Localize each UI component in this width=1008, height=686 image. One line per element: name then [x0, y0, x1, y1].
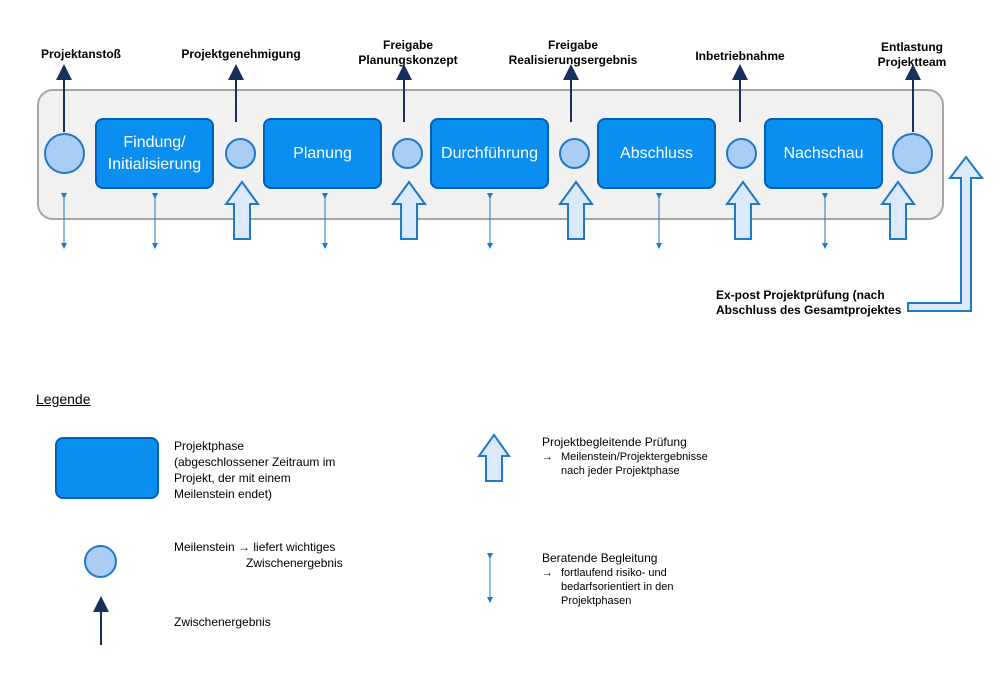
phase-durchfuehrung: Durchführung — [430, 118, 549, 189]
milestone-label-entlastung-projektteam: Entlastung Projektteam — [877, 40, 947, 69]
milestone-label-inbetriebnahme: Inbetriebnahme — [695, 49, 785, 63]
legend-milestone-swatch — [84, 545, 117, 578]
review-arrow-3 — [558, 180, 594, 240]
result-arrows — [56, 64, 921, 132]
milestone-circle-2 — [225, 138, 256, 169]
milestone-label-freigabe-planungskonzept: Freigabe Planungskonzept — [358, 38, 458, 67]
legend-advice-title: Beratende Begleitung — [542, 551, 658, 565]
phase-label: Findung/ Initialisierung — [107, 133, 202, 173]
legend-result-text: Zwischenergebnis — [174, 615, 271, 629]
expost-review-label: Ex-post Projektprüfung (nach Abschluss d… — [716, 288, 902, 317]
legend-review-arrow-icon — [477, 433, 511, 482]
expost-arrow — [907, 155, 985, 312]
milestone-circle-4 — [559, 138, 590, 169]
phase-abschluss: Abschluss — [597, 118, 716, 189]
review-arrow-2 — [391, 180, 427, 240]
phase-label: Nachschau — [783, 144, 864, 162]
milestone-circle-5 — [726, 138, 757, 169]
milestone-circle-6 — [892, 133, 933, 174]
review-arrow-5 — [880, 180, 916, 240]
milestone-label-freigabe-realisierungsergebnis: Freigabe Realisierungsergebnis — [508, 38, 638, 67]
legend-title: Legende — [36, 391, 91, 407]
legend-milestone-text-1: Meilenstein → liefert wichtiges — [174, 540, 336, 554]
phase-label: Abschluss — [620, 144, 693, 162]
legend-phase-swatch — [55, 437, 159, 499]
milestone-label-projektgenehmigung: Projektgenehmigung — [181, 47, 301, 61]
review-arrow-1 — [224, 180, 260, 240]
review-arrow-4 — [725, 180, 761, 240]
milestone-circle-1 — [44, 133, 85, 174]
legend-advice-detail: fortlaufend risiko- und bedarfsorientier… — [561, 567, 674, 607]
phase-planung: Planung — [263, 118, 382, 189]
review-arrows — [224, 180, 916, 240]
phase-label: Durchführung — [441, 144, 538, 162]
advice-arrows — [61, 193, 828, 249]
legend-phase-text: Projektphase (abgeschlossener Zeitraum i… — [174, 439, 336, 501]
legend-review-arrow: → — [542, 451, 553, 463]
phase-findung-initialisierung: Findung/ Initialisierung — [95, 118, 214, 189]
legend-review-title: Projektbegleitende Prüfung — [542, 435, 687, 449]
milestone-circle-3 — [392, 138, 423, 169]
milestone-label-projektanstoss: Projektanstoß — [40, 47, 122, 61]
legend-review-detail: Meilenstein/Projektergebnisse nach jeder… — [561, 451, 708, 477]
legend-milestone-text-2: Zwischenergebnis — [246, 556, 343, 570]
legend-advice-arrow: → — [542, 567, 553, 579]
phase-label: Planung — [293, 144, 352, 162]
phase-nachschau: Nachschau — [764, 118, 883, 189]
